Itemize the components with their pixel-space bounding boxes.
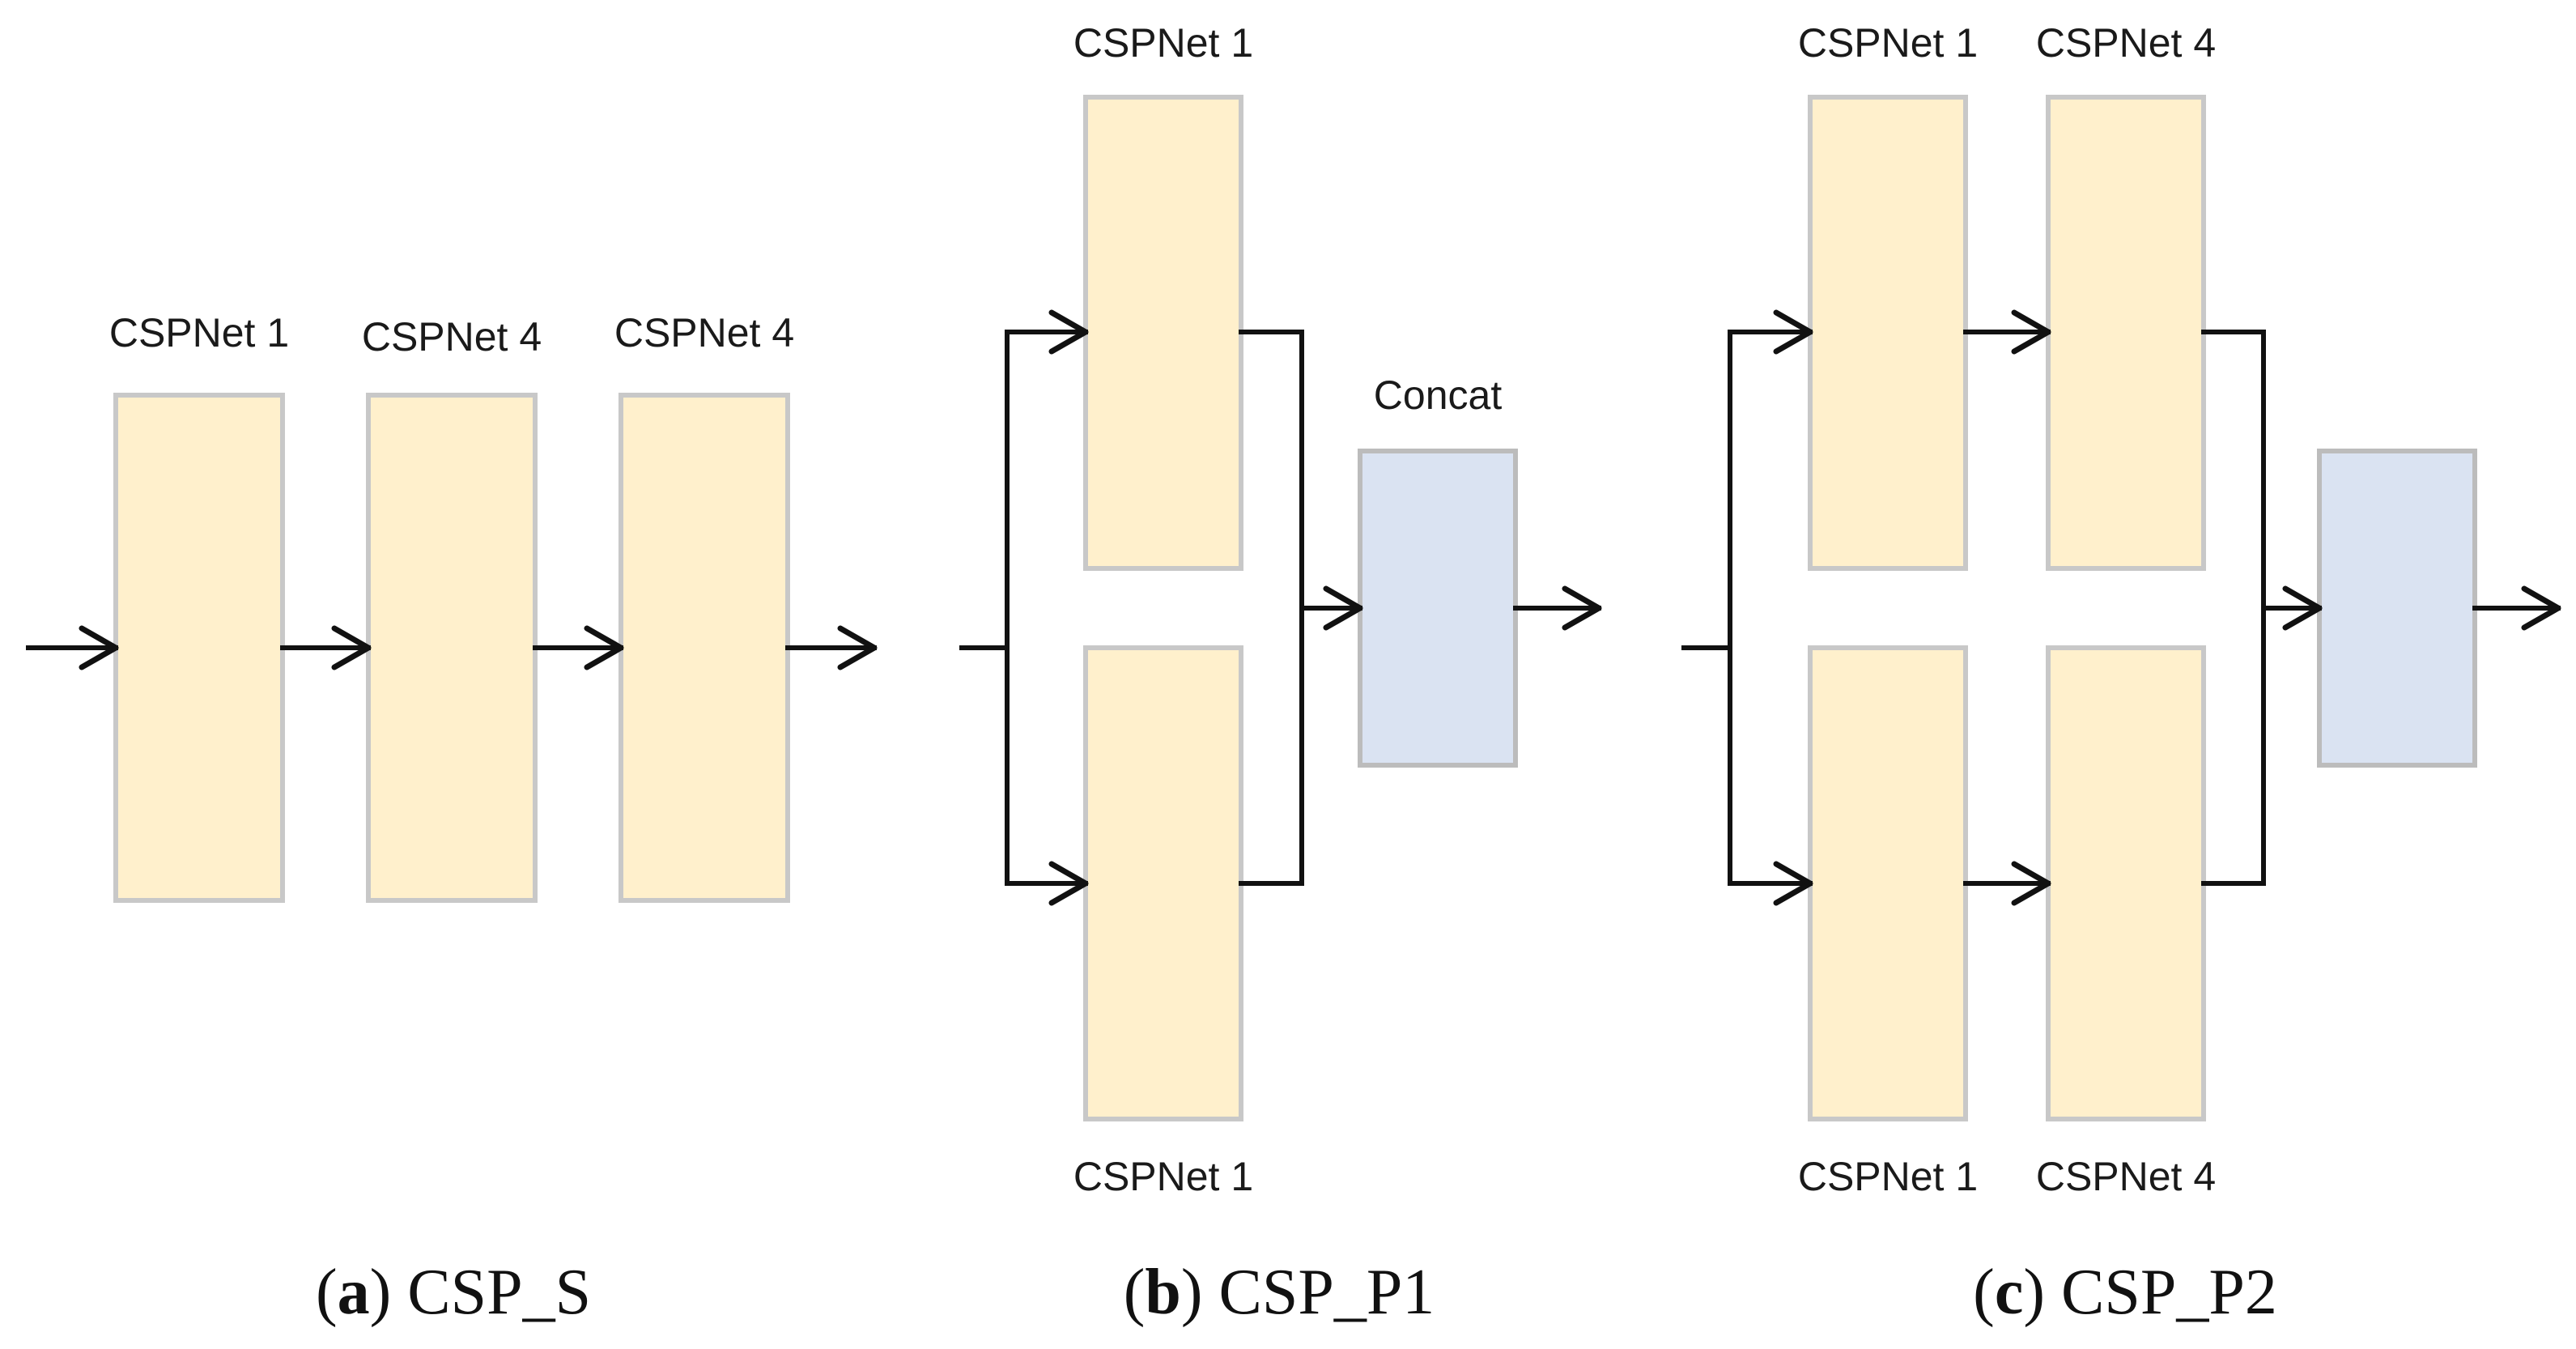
panel-c-block-bottom-1 <box>1808 645 1968 1121</box>
panel-b-caption-text: CSP_P1 <box>1218 1257 1435 1328</box>
panel-b-concat-block <box>1358 449 1518 768</box>
panel-c-label-top-2: CSPNet 4 <box>2035 20 2217 66</box>
panel-b-block-bottom <box>1083 645 1243 1121</box>
panel-a <box>26 393 878 903</box>
panel-b-caption: (b) CSP_P1 <box>1123 1257 1435 1328</box>
panel-c-label-bottom-1: CSPNet 1 <box>1797 1154 1979 1199</box>
panel-c-caption-text: CSP_P2 <box>2060 1257 2277 1328</box>
panel-b-block-top <box>1083 95 1243 571</box>
panel-a-caption-letter: a <box>337 1257 370 1328</box>
panel-c-label-bottom-2: CSPNet 4 <box>2035 1154 2217 1199</box>
panel-c <box>1681 95 2561 1121</box>
panel-c-caption: (c) CSP_P2 <box>1973 1257 2277 1328</box>
panel-a-block-2 <box>366 393 538 903</box>
panel-a-label-2: CSPNet 4 <box>361 314 542 360</box>
panel-a-label-3: CSPNet 4 <box>614 310 795 355</box>
panel-c-label-top-1: CSPNet 1 <box>1797 20 1979 66</box>
panel-c-caption-letter: c <box>1994 1257 2024 1328</box>
panel-b-label-top: CSPNet 1 <box>1073 20 1254 66</box>
panel-b <box>959 95 1602 1121</box>
panel-c-block-top-1 <box>1808 95 1968 571</box>
panel-b-caption-letter: b <box>1145 1257 1181 1328</box>
panel-c-block-top-2 <box>2046 95 2206 571</box>
panel-c-block-bottom-2 <box>2046 645 2206 1121</box>
panel-a-caption-text: CSP_S <box>407 1257 592 1328</box>
panel-a-block-3 <box>618 393 790 903</box>
panel-a-block-1 <box>113 393 285 903</box>
panel-a-label-1: CSPNet 1 <box>108 310 290 355</box>
panel-c-concat-block <box>2317 449 2477 768</box>
panel-b-label-bottom: CSPNet 1 <box>1073 1154 1254 1199</box>
panel-a-caption: (a) CSP_S <box>315 1257 592 1328</box>
panel-b-concat-label: Concat <box>1373 372 1503 418</box>
